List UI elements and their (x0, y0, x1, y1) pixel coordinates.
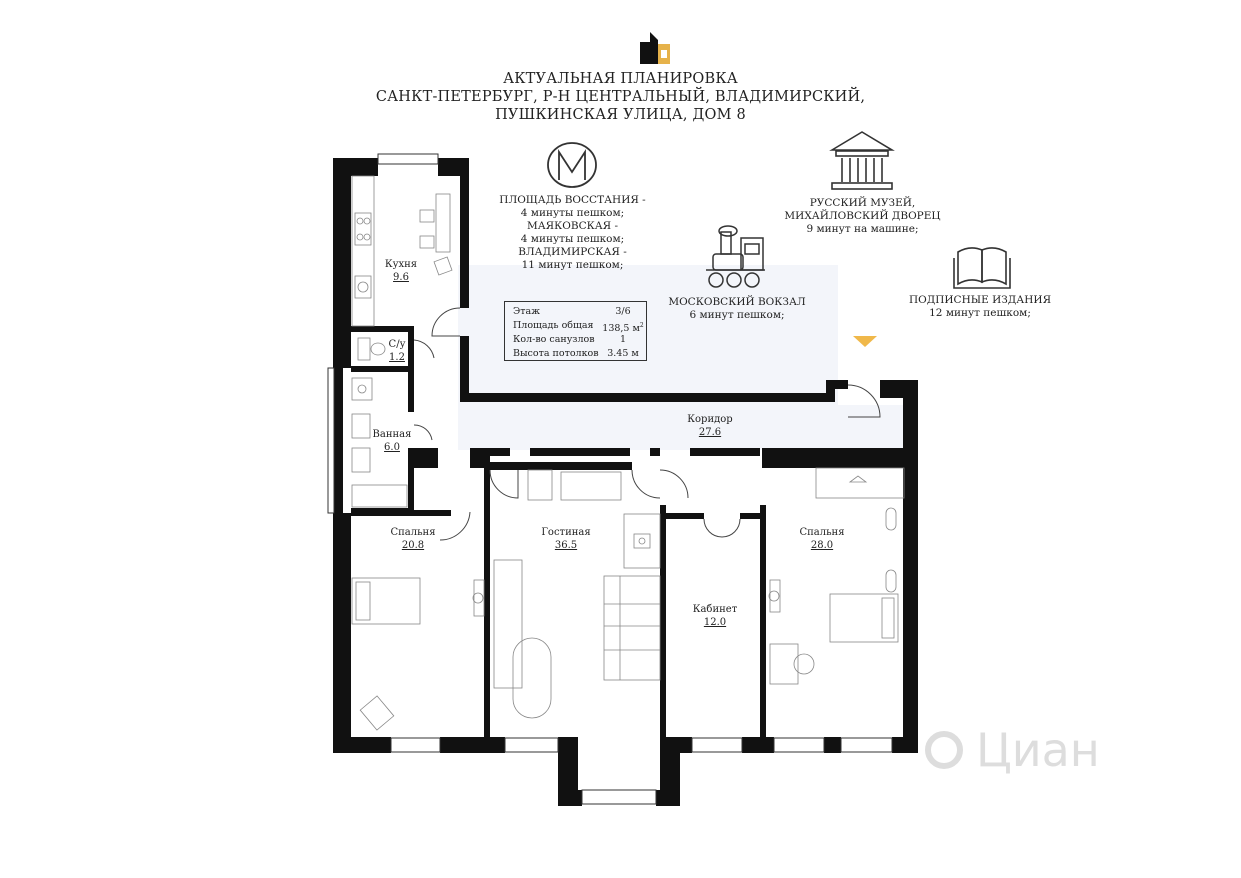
train-icon (706, 225, 765, 288)
metro-icon (547, 142, 597, 188)
bath-area: 6.0 (384, 442, 400, 453)
company-logo (640, 32, 670, 64)
museum-info: РУССКИЙ МУЗЕЙ, МИХАЙЛОВСКИЙ ДВОРЕЦ 9 мин… (770, 197, 955, 236)
windows (327, 153, 893, 805)
room-label-study: Кабинет 12.0 (685, 603, 745, 629)
museum-line-3: 9 минут на машине; (806, 223, 919, 235)
corridor-name: Коридор (687, 414, 733, 425)
area-value: 138,5 м (602, 323, 640, 335)
kitchen-area: 9.6 (393, 272, 409, 283)
museum-line-2: МИХАЙЛОВСКИЙ ДВОРЕЦ (784, 210, 941, 222)
baths-label: Кол-во санузлов (513, 334, 595, 345)
museum-line-1: РУССКИЙ МУЗЕЙ, (809, 197, 916, 209)
room-label-bedroom2: Спальня 28.0 (792, 526, 852, 552)
museum-icon (829, 131, 895, 190)
metro-line-4: 4 минуты пешком; (520, 233, 625, 245)
floor-shading (458, 265, 903, 450)
watermark-brand: Циан (976, 723, 1100, 777)
info-row-ceiling: Высота потолков 3.45 м (505, 347, 646, 361)
title-line-2: САНКТ-ПЕТЕРБУРГ, Р-Н ЦЕНТРАЛЬНЫЙ, ВЛАДИМ… (375, 89, 866, 105)
kitchen-name: Кухня (384, 259, 418, 270)
ceiling-label: Высота потолков (513, 348, 599, 359)
metro-line-2: 4 минуты пешком; (520, 207, 625, 219)
room-label-bath: Ванная 6.0 (368, 428, 416, 454)
room-label-kitchen: Кухня 9.6 (376, 258, 426, 284)
bedroom2-name: Спальня (799, 527, 845, 538)
furniture (351, 175, 905, 731)
metro-info: ПЛОЩАДЬ ВОССТАНИЯ - 4 минуты пешком; МАЯ… (490, 194, 655, 272)
entrance-arrow-icon (853, 336, 877, 347)
info-row-floor: Этаж 3/6 (505, 305, 646, 319)
station-line-1: МОСКОВСКИЙ ВОКЗАЛ (668, 296, 806, 308)
metro-line-6: 11 минут пешком; (521, 259, 624, 271)
metro-line-5: ВЛАДИМИРСКАЯ - (518, 246, 627, 258)
living-area: 36.5 (554, 540, 578, 551)
living-name: Гостиная (541, 527, 591, 538)
area-unit-sup: 2 (639, 322, 644, 329)
title-line-1: АКТУАЛЬНАЯ ПЛАНИРОВКА (503, 71, 738, 87)
wc-area: 1.2 (389, 352, 405, 363)
bedroom1-area: 20.8 (401, 540, 425, 551)
doors (413, 307, 881, 541)
floor-label: Этаж (513, 306, 540, 317)
books-line-2: 12 минут пешком; (929, 307, 1031, 319)
book-icon (953, 247, 1011, 289)
wc-name: С/у (388, 339, 406, 350)
bedroom1-name: Спальня (390, 527, 436, 538)
corridor-area: 27.6 (698, 427, 722, 438)
metro-line-3: МАЯКОВСКАЯ - (526, 220, 619, 232)
room-label-wc: С/у 1.2 (380, 338, 414, 364)
title-line-3: ПУШКИНСКАЯ УЛИЦА, ДОМ 8 (495, 107, 746, 123)
room-label-corridor: Коридор 27.6 (680, 413, 740, 439)
ceiling-value: 3.45 м (607, 348, 639, 359)
info-row-baths: Кол-во санузлов 1 (505, 333, 646, 347)
info-row-area: Площадь общая 138,5 м2 (505, 319, 646, 336)
room-label-bedroom1: Спальня 20.8 (383, 526, 443, 552)
baths-value: 1 (619, 334, 627, 345)
area-value-wrap: 138,5 м2 (601, 319, 645, 336)
study-name: Кабинет (692, 604, 738, 615)
room-label-living: Гостиная 36.5 (536, 526, 596, 552)
books-line-1: ПОДПИСНЫЕ ИЗДАНИЯ (908, 294, 1052, 306)
station-info: МОСКОВСКИЙ ВОКЗАЛ 6 минут пешком; (662, 296, 812, 322)
floor-value: 3/6 (615, 306, 631, 317)
apartment-info-box: Этаж 3/6 Площадь общая 138,5 м2 Кол-во с… (504, 301, 647, 361)
study-area: 12.0 (703, 617, 727, 628)
bath-name: Ванная (372, 429, 412, 440)
watermark: Циан (925, 723, 1100, 777)
bedroom2-area: 28.0 (810, 540, 834, 551)
area-label: Площадь общая (513, 320, 594, 331)
page-title: АКТУАЛЬНАЯ ПЛАНИРОВКА САНКТ-ПЕТЕРБУРГ, Р… (0, 70, 1241, 124)
books-info: ПОДПИСНЫЕ ИЗДАНИЯ 12 минут пешком; (900, 294, 1060, 320)
metro-line-1: ПЛОЩАДЬ ВОССТАНИЯ - (499, 194, 646, 206)
walls (333, 158, 918, 806)
station-line-2: 6 минут пешком; (689, 309, 785, 321)
